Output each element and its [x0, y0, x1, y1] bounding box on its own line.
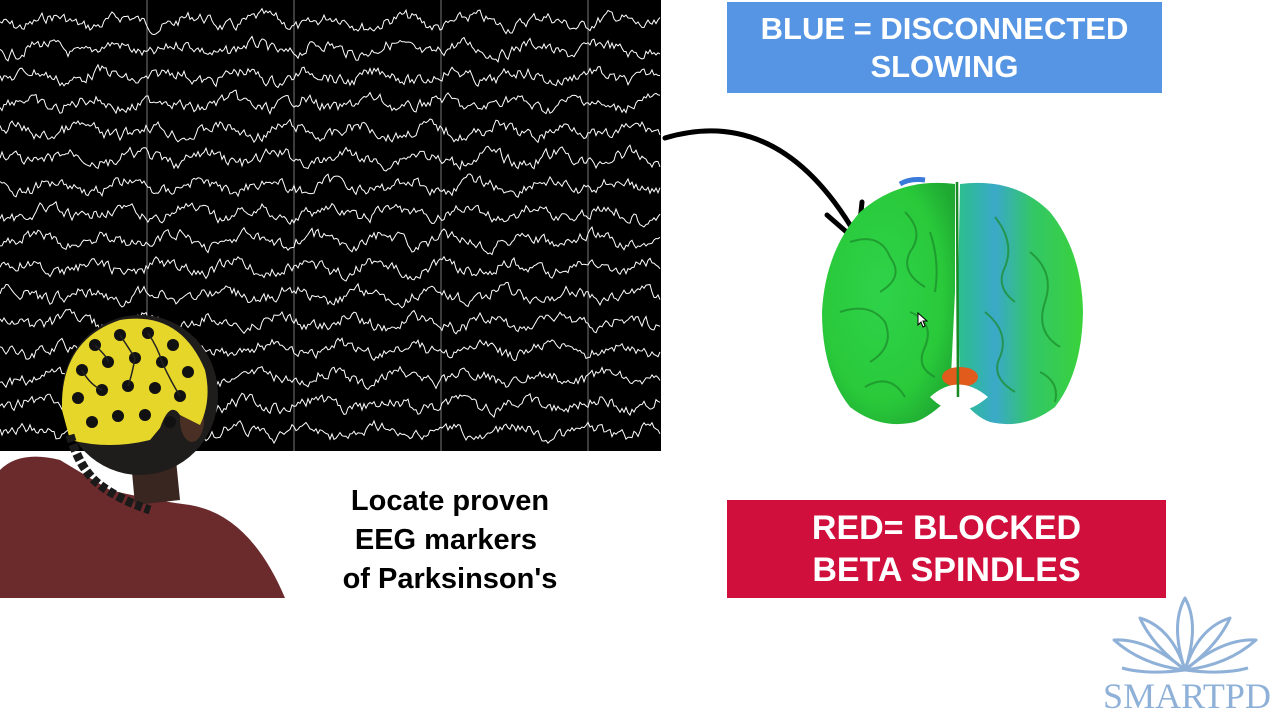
- caption-line-3: of Parksinson's: [342, 563, 558, 595]
- eeg-channel-trace: [0, 173, 661, 198]
- caption-text: Locate proven EEG markers of Parksinson'…: [300, 482, 600, 599]
- eeg-channel-trace: [0, 89, 661, 115]
- mouse-pointer-icon: [917, 312, 929, 328]
- eeg-channel-trace: [0, 144, 661, 172]
- red-legend-badge: RED= BLOCKED BETA SPINDLES: [727, 500, 1166, 598]
- eeg-channel-trace: [0, 7, 661, 36]
- person-with-eeg-cap-image: [0, 315, 285, 598]
- brain-heatmap-image: [822, 177, 1083, 425]
- eeg-traces: [0, 0, 661, 451]
- red-legend-line-2: BETA SPINDLES: [812, 551, 1081, 589]
- red-legend-line-1: RED= BLOCKED: [811, 509, 1082, 547]
- caption-line-2: EEG markers: [354, 524, 546, 556]
- blue-legend-line-1: BLUE = DISCONNECTED: [760, 10, 1129, 46]
- blue-legend-line-2: SLOWING: [870, 48, 1019, 84]
- eeg-channel-trace: [0, 200, 661, 228]
- eeg-channel-trace: [0, 255, 661, 282]
- eeg-channel-trace: [0, 281, 661, 309]
- lotus-logo-icon: [1112, 596, 1258, 674]
- eeg-channel-trace: [0, 118, 661, 144]
- eeg-channel-trace: [0, 226, 661, 256]
- eeg-channel-trace: [0, 63, 661, 89]
- blue-legend-badge: BLUE = DISCONNECTED SLOWING: [727, 2, 1162, 93]
- eeg-channel-trace: [0, 35, 661, 64]
- caption-line-1: Locate proven: [350, 485, 550, 517]
- logo-text: SMARTPD: [1103, 676, 1271, 716]
